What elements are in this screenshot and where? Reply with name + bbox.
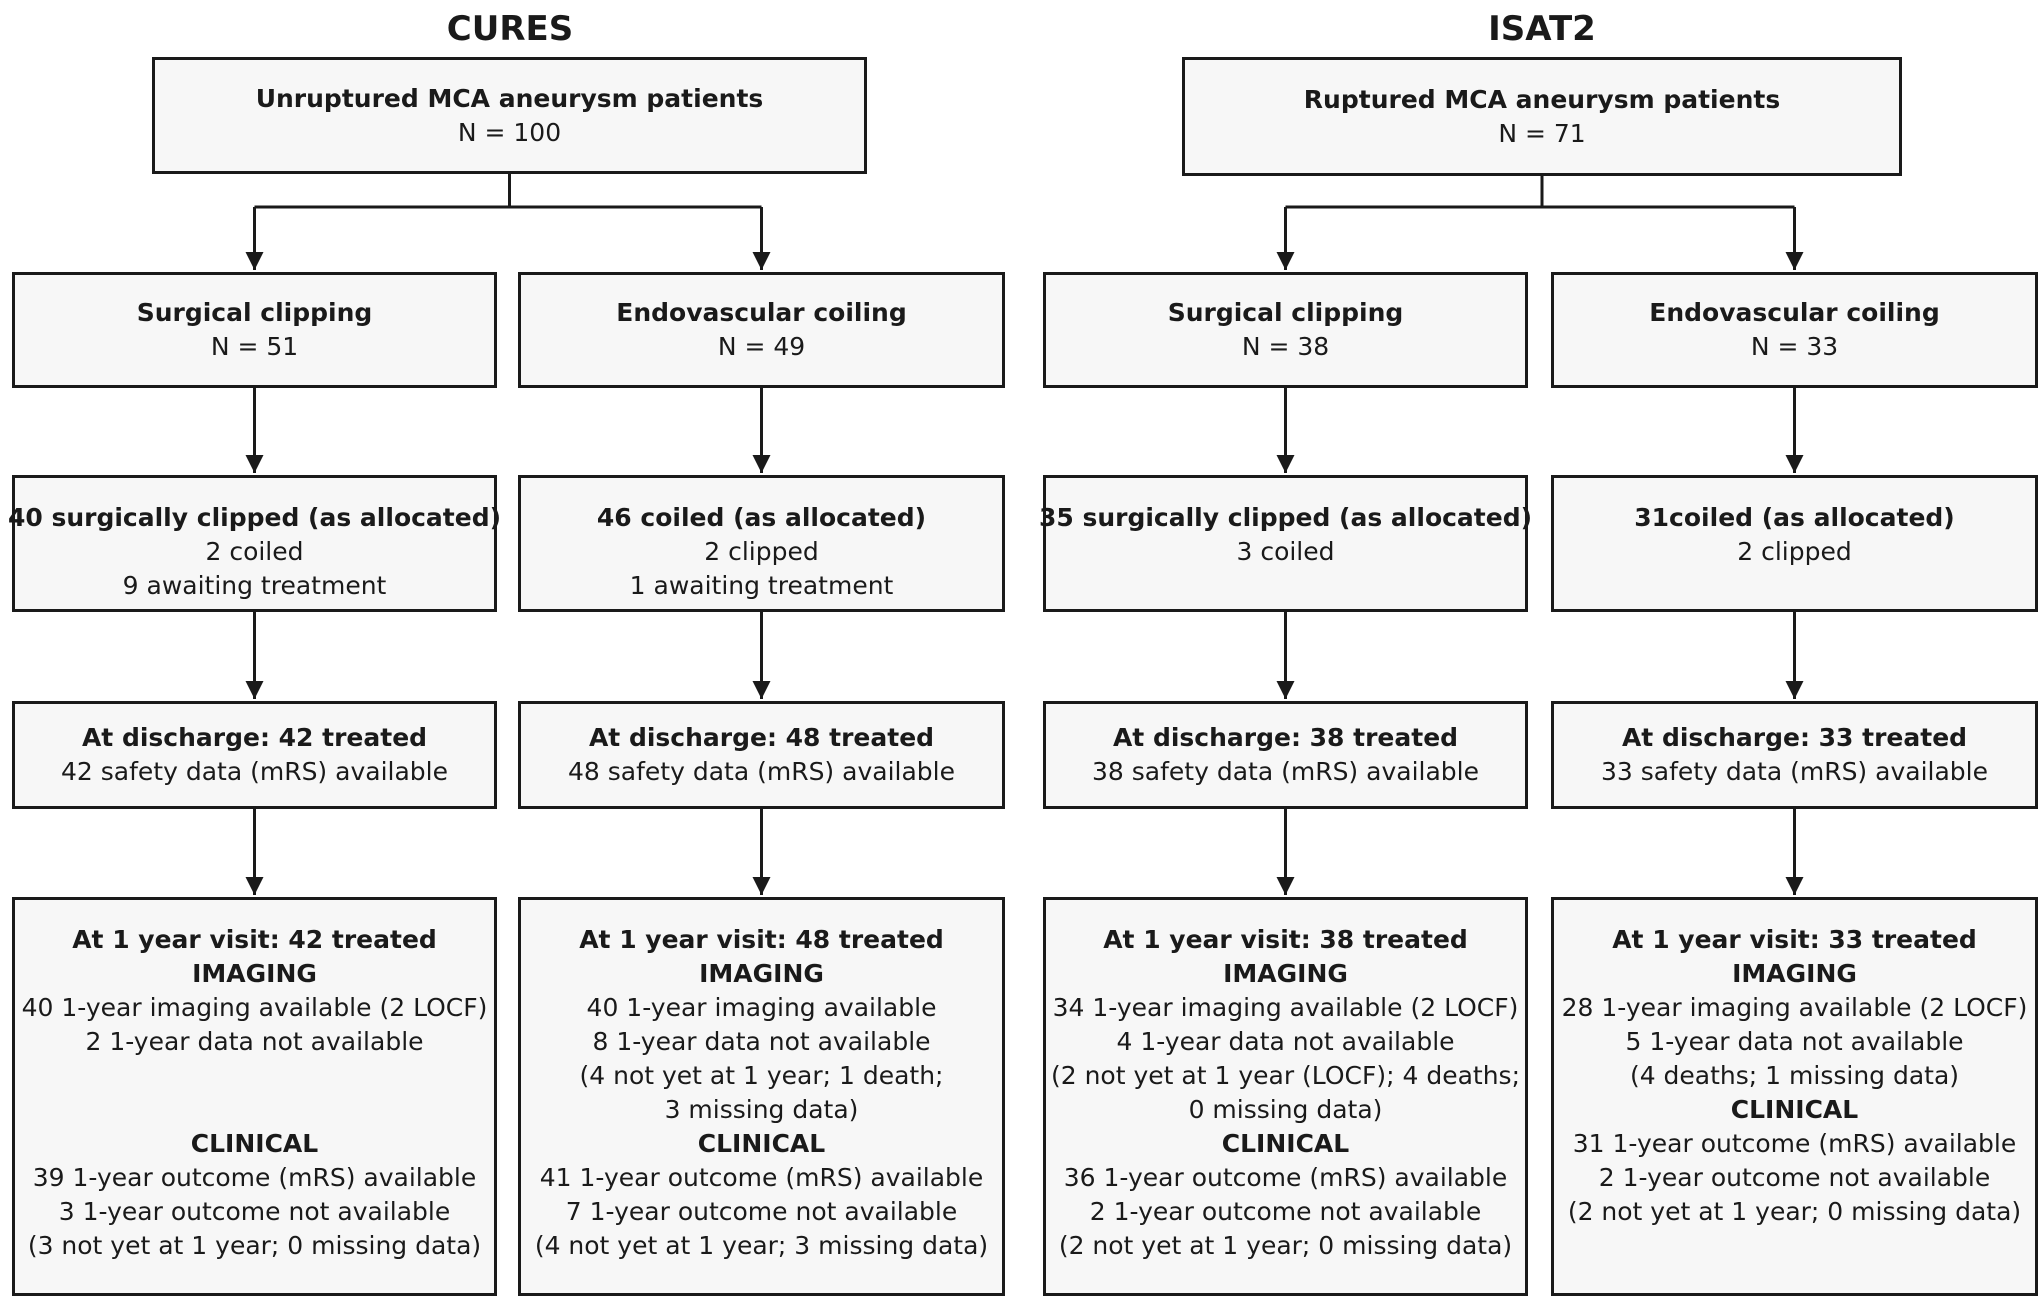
allocation-box: Surgical clipping N = 51	[12, 272, 497, 388]
box-text-line: 40 1-year imaging available (2 LOCF)	[21, 993, 488, 1022]
box-text-line: At 1 year visit: 33 treated	[1612, 925, 1977, 954]
box-text-line: 48 safety data (mRS) available	[568, 757, 955, 786]
discharge-box: At discharge: 42 treated 42 safety data (…	[12, 701, 497, 809]
box-text-line: (4 not yet at 1 year; 3 missing data)	[534, 1231, 989, 1260]
box-text-line: CLINICAL	[1221, 1129, 1350, 1158]
box-text-line: CLINICAL	[697, 1129, 826, 1158]
box-text-line: CLINICAL	[1730, 1095, 1859, 1124]
box-text-line: IMAGING	[192, 959, 317, 988]
box-text-line: 2 coiled	[205, 537, 304, 566]
box-text-line: 3 missing data)	[664, 1095, 859, 1124]
box-text-line: (2 not yet at 1 year; 0 missing data)	[1567, 1197, 2022, 1226]
box-text-line: 5 1-year data not available	[1625, 1027, 1964, 1056]
box-text-line: IMAGING	[1223, 959, 1348, 988]
population-box: Unruptured MCA aneurysm patients N = 100	[152, 57, 867, 174]
box-text-line: CLINICAL	[190, 1129, 319, 1158]
box-text-line: IMAGING	[1732, 959, 1857, 988]
box-text-line: N = 51	[210, 332, 299, 361]
discharge-box: At discharge: 33 treated 33 safety data (…	[1551, 701, 2038, 809]
box-text-line: 3 coiled	[1236, 537, 1335, 566]
discharge-box: At discharge: 48 treated 48 safety data (…	[518, 701, 1005, 809]
box-text-line: At discharge: 33 treated	[1621, 723, 1968, 752]
box-text-line: 0 missing data)	[1188, 1095, 1383, 1124]
box-text-line: 3 1-year outcome not available	[58, 1197, 451, 1226]
box-text-line: At discharge: 42 treated	[81, 723, 428, 752]
box-text-line: 2 clipped	[704, 537, 819, 566]
box-text-line: 40 1-year imaging available	[586, 993, 937, 1022]
box-text-line: (4 deaths; 1 missing data)	[1629, 1061, 1960, 1090]
box-text-line: 39 1-year outcome (mRS) available	[32, 1163, 477, 1192]
box-text-line: At discharge: 38 treated	[1112, 723, 1459, 752]
box-text-line: N = 38	[1241, 332, 1330, 361]
box-text-line: 7 1-year outcome not available	[565, 1197, 958, 1226]
box-text-line: N = 49	[717, 332, 806, 361]
box-text-line: At 1 year visit: 38 treated	[1103, 925, 1468, 954]
allocation-box: Surgical clipping N = 38	[1043, 272, 1528, 388]
box-text-line: 9 awaiting treatment	[122, 571, 387, 600]
box-text-line: Ruptured MCA aneurysm patients	[1303, 84, 1781, 114]
box-text-line: 2 1-year outcome not available	[1598, 1163, 1991, 1192]
box-text-line: Surgical clipping	[136, 298, 373, 327]
box-text-line: 42 safety data (mRS) available	[61, 757, 448, 786]
box-text-line: At 1 year visit: 42 treated	[72, 925, 437, 954]
box-text-line: 2 clipped	[1737, 537, 1852, 566]
box-text-line: Endovascular coiling	[1649, 298, 1940, 327]
box-text-line: (2 not yet at 1 year; 0 missing data)	[1058, 1231, 1513, 1260]
box-text-line: (2 not yet at 1 year (LOCF); 4 deaths;	[1050, 1061, 1520, 1090]
box-text-line: IMAGING	[699, 959, 824, 988]
box-text-line: At 1 year visit: 48 treated	[579, 925, 944, 954]
box-text-line: 41 1-year outcome (mRS) available	[539, 1163, 984, 1192]
box-text-line: 33 safety data (mRS) available	[1601, 757, 1988, 786]
box-text-line: Endovascular coiling	[616, 298, 907, 327]
box-text-line: 46 coiled (as allocated)	[596, 503, 927, 532]
panel-title-isat2: ISAT2	[1488, 9, 1596, 49]
box-text-line: 2 1-year outcome not available	[1089, 1197, 1482, 1226]
allocation-box: Endovascular coiling N = 33	[1551, 272, 2038, 388]
panel-title-cures: CURES	[446, 9, 574, 49]
box-text-line: Unruptured MCA aneurysm patients	[255, 83, 764, 113]
box-text-line: (3 not yet at 1 year; 0 missing data)	[27, 1231, 482, 1260]
box-text-line: 36 1-year outcome (mRS) available	[1063, 1163, 1508, 1192]
box-text-line: 31coiled (as allocated)	[1634, 503, 1955, 532]
allocation-box: Endovascular coiling N = 49	[518, 272, 1005, 388]
box-text-line: At discharge: 48 treated	[588, 723, 935, 752]
discharge-box: At discharge: 38 treated 38 safety data (…	[1043, 701, 1528, 809]
population-box: Ruptured MCA aneurysm patients N = 71	[1182, 57, 1902, 176]
treatment-box: 46 coiled (as allocated) 2 clipped 1 await…	[518, 475, 1005, 612]
box-text-line: (4 not yet at 1 year; 1 death;	[579, 1061, 944, 1090]
treatment-box: 35 surgically clipped (as allocated) 3 co…	[1039, 475, 1532, 612]
box-text-line: 35 surgically clipped (as allocated)	[1038, 503, 1533, 532]
box-text-line: N = 71	[1498, 118, 1586, 148]
box-text-line: 31 1-year outcome (mRS) available	[1572, 1129, 2017, 1158]
treatment-box: 40 surgically clipped (as allocated) 2 co…	[8, 475, 501, 612]
box-text-line: 1 awaiting treatment	[629, 571, 894, 600]
box-text-line: N = 100	[457, 117, 562, 147]
box-text-line: N = 33	[1750, 332, 1839, 361]
box-text-line: 4 1-year data not available	[1116, 1027, 1455, 1056]
box-text-line: Surgical clipping	[1167, 298, 1404, 327]
box-text-line: 28 1-year imaging available (2 LOCF)	[1561, 993, 2028, 1022]
treatment-box: 31coiled (as allocated) 2 clipped	[1551, 475, 2038, 612]
box-text-line: 8 1-year data not available	[592, 1027, 931, 1056]
box-text-line: 40 surgically clipped (as allocated)	[7, 503, 502, 532]
box-text-line: 2 1-year data not available	[85, 1027, 424, 1056]
box-text-line: 38 safety data (mRS) available	[1092, 757, 1479, 786]
box-text-line: 34 1-year imaging available (2 LOCF)	[1052, 993, 1519, 1022]
